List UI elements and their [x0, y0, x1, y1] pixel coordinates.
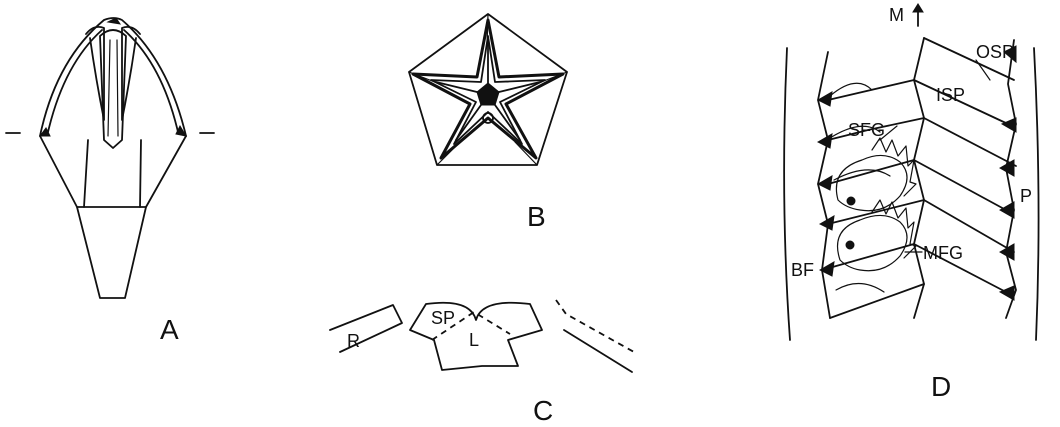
pore-left-4 [818, 215, 835, 231]
apex-mark [106, 17, 122, 25]
rod-right-dashed-upper [555, 299, 635, 353]
central-column [99, 29, 127, 149]
pore-arc-2 [829, 125, 881, 139]
left-arm-line [47, 29, 103, 133]
left-plate-3 [827, 159, 915, 185]
pore-right-3 [998, 159, 1015, 177]
sfg-folds [871, 137, 917, 197]
right-plate-5 [923, 199, 1015, 253]
column-groove-left [107, 39, 111, 137]
left-plate-6 [829, 283, 925, 319]
left-plate-1 [827, 79, 915, 101]
pore-right-4 [998, 201, 1015, 219]
star-arm-line-bottom-right [494, 104, 521, 141]
right-plate-6 [913, 243, 1007, 293]
pentagon-outline [408, 13, 568, 166]
median-suture [913, 37, 925, 319]
label-sfg: SFG [848, 120, 885, 140]
panel-d-drawing: M [783, 3, 1040, 402]
pore-arc-3 [833, 169, 891, 181]
pentagon-seam-bottom-right [514, 141, 538, 166]
sfg-pore [846, 196, 856, 206]
leader-osp [975, 59, 991, 81]
pore-right-6 [998, 285, 1015, 301]
pore-right-2 [1000, 117, 1017, 133]
right-arm-line [123, 29, 179, 133]
panel-b-letter: B [527, 201, 546, 232]
mfg-pore [845, 240, 855, 250]
panel-d-letter: D [931, 371, 951, 402]
pore-left-5 [818, 261, 835, 277]
right-plate-4 [913, 159, 1007, 211]
plate-outline [409, 301, 543, 371]
right-plate-1 [923, 37, 1015, 81]
column-groove-right [116, 39, 119, 137]
label-osp: OSP [976, 42, 1014, 62]
theca-left-seam [83, 139, 89, 208]
plate-suture [431, 310, 511, 341]
label-l: L [469, 330, 479, 350]
pore-left-2 [816, 133, 833, 149]
mfg-folds [871, 199, 917, 259]
rod-r-outline [329, 304, 403, 353]
panel-c-drawing: R SP L C [329, 299, 635, 426]
label-sp: SP [431, 308, 455, 328]
star-arm-line-right [498, 81, 541, 93]
boundary-right [1033, 47, 1040, 341]
star-pore [482, 112, 494, 124]
arrow-head [912, 3, 924, 13]
pore-arc-1 [829, 82, 873, 97]
star-outline [411, 18, 565, 160]
label-bf: BF [791, 260, 814, 280]
panel-a-drawing: A [5, 17, 215, 345]
star-inner-outline [430, 35, 546, 145]
right-plate-2 [913, 79, 1009, 125]
star-center [476, 82, 500, 106]
rod-right-lower [563, 329, 633, 373]
label-r: R [347, 331, 360, 351]
outer-arm-outline [39, 17, 187, 137]
right-margin [1005, 39, 1017, 319]
pore-arc-lower [835, 282, 885, 293]
pore-right-1 [1003, 45, 1017, 64]
sfg-gill-body [835, 154, 908, 212]
label-p: P [1020, 186, 1032, 206]
right-plate-3 [923, 117, 1017, 167]
label-isp: ISP [936, 85, 965, 105]
pore-right-5 [998, 243, 1015, 261]
panel-c-letter: C [533, 395, 553, 426]
panel-b-drawing: B [408, 13, 568, 232]
label-m: M [889, 5, 904, 25]
star-arm-line-left [435, 81, 478, 93]
leader-sfg [879, 125, 898, 141]
arm-tip-right [175, 124, 188, 137]
mfg-gill-body [836, 214, 908, 272]
theca-right-seam [139, 139, 142, 208]
left-plate-2 [827, 117, 925, 141]
label-mfg: MFG [923, 243, 963, 263]
star-arm-line-bottom-left [455, 104, 482, 141]
pore-left-1 [816, 91, 833, 107]
left-plate-4 [827, 199, 925, 225]
panel-a-letter: A [160, 314, 179, 345]
left-plate-5 [821, 243, 915, 271]
pore-left-3 [816, 175, 833, 191]
arm-tip-left [39, 127, 51, 137]
theca-outline [39, 135, 187, 299]
boundary-left [783, 47, 791, 341]
